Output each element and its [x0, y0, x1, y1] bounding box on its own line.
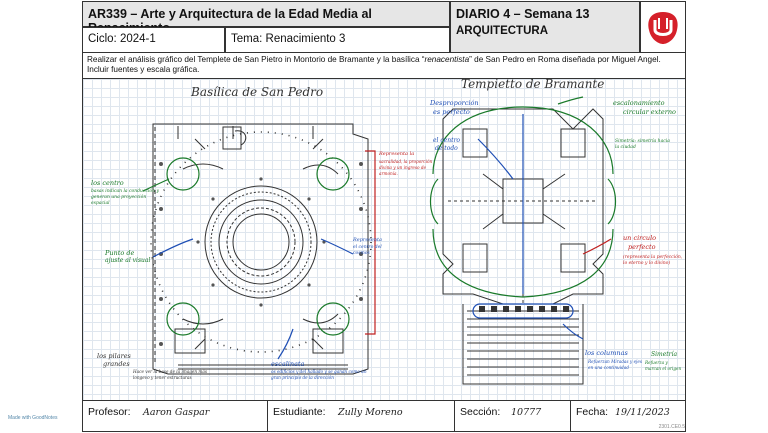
note-simetria2: Simetría [651, 351, 678, 358]
cycle-label: Ciclo: 2024-1 [88, 33, 156, 45]
note-columnas: los columnas [585, 349, 628, 357]
section-value: 10777 [511, 407, 542, 418]
footer-row: Profesor: Aaron Gaspar Estudiante: Zully… [82, 401, 686, 432]
note-representa: Representa la [379, 151, 415, 157]
worksheet: AR339 – Arte y Arquitectura de la Edad M… [82, 0, 686, 433]
basilica-title: Basílica de San Pedro [191, 85, 324, 99]
note-columnas-sub: Refuerzan Miradas y ejes en una continui… [588, 359, 642, 370]
drawing-area: Basílica de San Pedro Tempietto de Brama… [82, 79, 686, 401]
note-escalonamiento: escalonamiento [613, 99, 665, 107]
basilica-columns [159, 162, 363, 346]
note-centro: los centro [91, 179, 124, 187]
assignment-prompt: Realizar el análisis gráfico del Templet… [82, 53, 686, 79]
cycle-cell: Ciclo: 2024-1 [82, 27, 225, 53]
note-desproporcion-sub: es perfecto [433, 108, 470, 116]
note-pilares-note: Hace ver la base de la imagen más longev… [133, 369, 208, 380]
serial-code: 2301.CE0.5 [658, 424, 685, 430]
note-punto: Punto de [105, 249, 135, 257]
diary-cell: DIARIO 4 – Semana 13 ARQUITECTURA [450, 1, 640, 53]
section-cell: Sección: 10777 [455, 401, 571, 431]
tempietto-red-arrow [582, 238, 612, 255]
note-punto-sub: ajuste al visual [105, 257, 151, 264]
logo-cell [640, 1, 686, 53]
tempietto-columns [479, 306, 569, 312]
note-escalonamiento-sub: circular externo [623, 108, 676, 116]
basilica-red-bracket [365, 150, 376, 335]
theme-cell: Tema: Renacimiento 3 [225, 27, 450, 53]
note-escalinata: escalinata [271, 360, 305, 368]
note-centro-right: el centro [433, 137, 461, 144]
sketch-canvas [142, 96, 617, 385]
tempietto-blue-marks [472, 114, 584, 340]
note-circulo: un circulo [623, 234, 657, 242]
student-value: Zully Moreno [338, 407, 403, 418]
course-title-cell: AR339 – Arte y Arquitectura de la Edad M… [82, 1, 450, 35]
upc-logo-icon [648, 12, 678, 44]
theme-label: Tema: Renacimiento 3 [231, 33, 346, 45]
note-simetria: Simetría: simetría hacia la ciudad [615, 139, 670, 150]
note-representa-sub: sacralidad, la proporción divina y un in… [379, 159, 433, 176]
professor-value: Aaron Gaspar [143, 407, 210, 418]
note-remarca: Representa [353, 237, 383, 243]
professor-label: Profesor: [88, 406, 131, 418]
note-escalinata-sub: os edificios y del hallado y se ganan co… [271, 369, 367, 380]
area-title: ARQUITECTURA [456, 25, 548, 37]
date-cell: Fecha: 19/11/2023 2301.CE0.5 [571, 401, 687, 431]
basilica-green-highlights [166, 157, 350, 336]
note-simetria2-sub: Refuerza y marcan el origen [645, 360, 682, 371]
section-label: Sección: [460, 406, 501, 418]
note-desproporcion: Desproporción [430, 99, 479, 107]
note-pilares: los pilares [97, 352, 131, 360]
basilica-plan [150, 123, 372, 375]
prompt-text-1: Realizar el análisis gráfico del Templet… [87, 55, 425, 64]
basilica-green-arrows [142, 178, 170, 192]
app-watermark: Made with GoodNotes [8, 415, 58, 421]
prompt-text-2: ” de San Pedro en Roma diseñada por Migu… [87, 55, 661, 74]
note-centro-right-sub: de todo [435, 145, 458, 152]
date-value: 19/11/2023 [615, 407, 670, 418]
note-circulo-note: (representa la perfección, lo eterno y l… [623, 255, 683, 266]
professor-cell: Profesor: Aaron Gaspar [83, 401, 268, 431]
note-centro-sub: basas indican la conducción y generan un… [91, 189, 160, 206]
date-label: Fecha: [576, 406, 609, 418]
diary-title: DIARIO 4 – Semana 13 [456, 7, 590, 21]
note-remarca-sub: el centro del cosmos [353, 245, 382, 256]
prompt-emphasis: renacentista [424, 55, 470, 64]
student-label: Estudiante: [273, 406, 326, 418]
student-cell: Estudiante: Zully Moreno [268, 401, 455, 431]
tempietto-green-marks [429, 96, 617, 298]
note-pilares-sub: grandes [103, 360, 130, 368]
note-circulo-sub: perfecto [628, 243, 656, 251]
basilica-blue-arrows [152, 238, 354, 360]
tempietto-title: Tempietto de Bramante [461, 79, 605, 91]
